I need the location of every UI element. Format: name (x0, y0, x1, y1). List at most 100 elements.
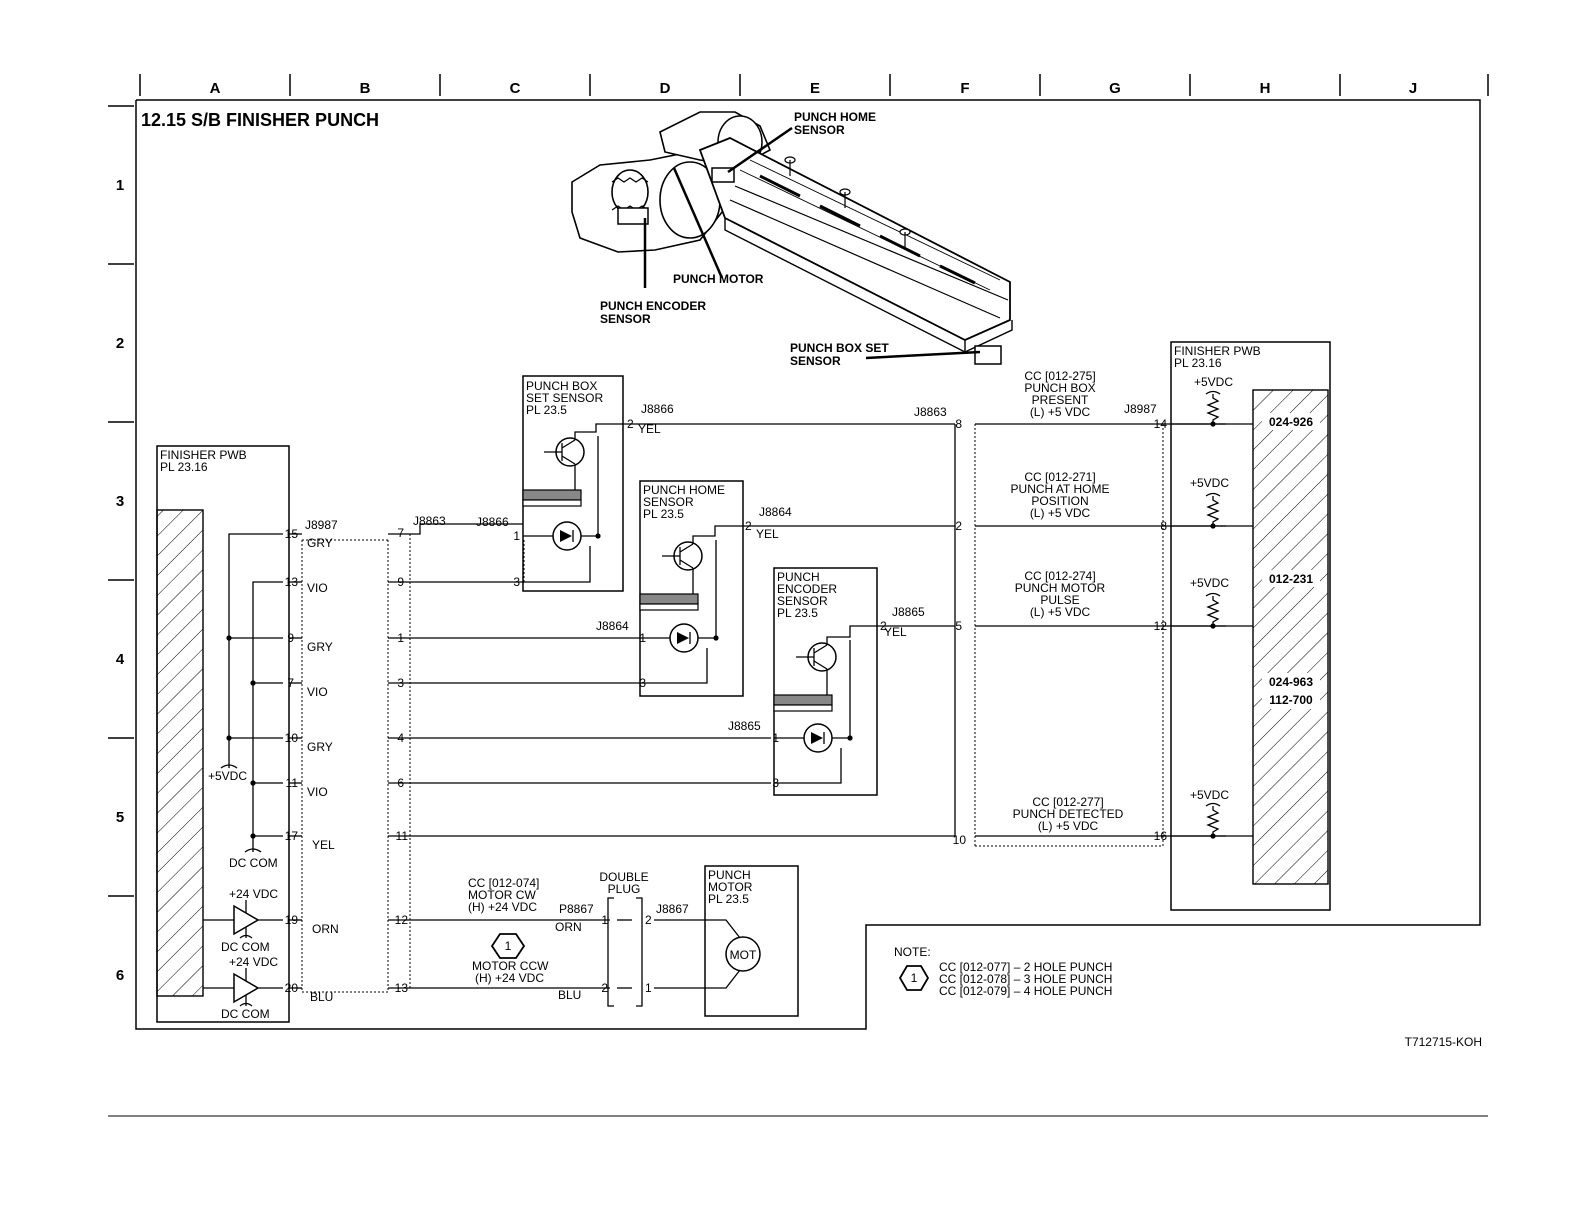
signal-label: (L) +5 VDC (1030, 506, 1091, 520)
driver-dccom-label: DC COM (221, 1007, 270, 1021)
j8987-connector-left: J8987 (301, 518, 389, 993)
column-label: A (210, 80, 221, 97)
j8863-left-pin-labels: 7 9 1 3 4 6 11 12 13 (395, 526, 409, 995)
sensor-encoder-label: SENSOR (777, 594, 828, 608)
pin-label: 5 (955, 619, 962, 633)
pin-label: 7 (397, 526, 404, 540)
pin-label: 2 (955, 519, 962, 533)
pin-label: 3 (639, 676, 646, 690)
grid-frame (108, 74, 1489, 1117)
sensor-box-label: SET SENSOR (526, 391, 603, 405)
sensor-home-label: PL 23.5 (643, 507, 684, 521)
figure-id: T712715-KOH (1405, 1035, 1482, 1049)
connector-label: J8867 (656, 902, 689, 916)
signal-label: POSITION (1031, 494, 1088, 508)
wire-color-label: GRY (307, 740, 333, 754)
connector-label: J8866 (641, 402, 674, 416)
signal-label: CC [012-271] (1024, 470, 1095, 484)
row-label: 6 (116, 967, 124, 984)
pin-label: 2 (645, 913, 652, 927)
pullup-5vdc-label: +5VDC (1190, 476, 1229, 490)
sensor-encoder-label: ENCODER (777, 582, 837, 596)
pin-label: 10 (953, 833, 967, 847)
note-marker-hexagon (898, 965, 930, 991)
signal-label: (L) +5 VDC (1030, 405, 1091, 419)
note-line: CC [012-078] – 3 HOLE PUNCH (939, 972, 1112, 986)
column-label: B (360, 80, 371, 97)
left-wires (289, 523, 955, 989)
sensor-box-label: PL 23.5 (526, 403, 567, 417)
wire-color-label: YEL (756, 527, 779, 541)
right-finisher-pwb: FINISHER PWB PL 23.16 +5VDC +5VDC +5VDC … (1170, 341, 1331, 911)
connector-label: J8863 (413, 514, 446, 528)
left-5vdc-label: +5VDC (208, 769, 247, 783)
pin-label: 14 (1154, 417, 1168, 431)
driver-24vdc-label: +24 VDC (229, 955, 278, 969)
row-label: 4 (116, 651, 125, 668)
wire-color-label: VIO (307, 581, 328, 595)
pin-label: 2 (601, 981, 608, 995)
punch-home-sensor: PUNCH HOME SENSOR PL 23.5 2 1 3 J8864 (596, 480, 752, 697)
motor-signal-label: MOTOR CW (468, 888, 536, 902)
sensor-box-label: PUNCH BOX (526, 379, 597, 393)
row-label: 3 (116, 493, 124, 510)
left-pin-labels: 15 13 9 7 10 11 17 19 20 (285, 527, 299, 995)
column-label: D (660, 80, 671, 97)
motor-symbol-text: MOT (730, 948, 757, 962)
sensor-home-label: PUNCH HOME (643, 483, 725, 497)
signal-label: PUNCH DETECTED (1013, 807, 1124, 821)
note-line: CC [012-077] – 2 HOLE PUNCH (939, 960, 1112, 974)
column-label: C (510, 80, 521, 97)
left-pwb-label: PL 23.16 (160, 460, 208, 474)
wire-color-label: GRY (307, 536, 333, 550)
wire-color-label: YEL (638, 422, 661, 436)
double-plug-label: DOUBLE (599, 870, 648, 884)
pin-label: 16 (1154, 829, 1168, 843)
pwb-code: 024-926 (1269, 415, 1313, 429)
pin-label: 1 (639, 631, 646, 645)
column-label: J (1409, 80, 1417, 97)
sensor-encoder-label: PUNCH (777, 570, 820, 584)
punch-motor-label: PUNCH (708, 868, 751, 882)
note-block: NOTE: 1 CC [012-077] – 2 HOLE PUNCH CC [… (894, 945, 1112, 998)
punch-encoder-sensor: PUNCH ENCODER SENSOR PL 23.5 2 1 3 J8865 (728, 567, 887, 796)
pin-label: 3 (772, 776, 779, 790)
left-pwb-label: FINISHER PWB (160, 448, 247, 462)
pin-label: 1 (645, 981, 652, 995)
note-header: NOTE: (894, 945, 931, 959)
connector-label: J8863 (914, 405, 947, 419)
callout-punch-motor: PUNCH MOTOR (673, 272, 764, 286)
punch-motor: PUNCH MOTOR PL 23.5 MOT (704, 865, 799, 1017)
connector-label: J8864 (759, 505, 792, 519)
row-label: 1 (116, 177, 124, 194)
wire-color-label: BLU (558, 988, 581, 1002)
right-pwb-label: FINISHER PWB (1174, 344, 1261, 358)
connector-label: J8864 (596, 619, 629, 633)
row-label: 5 (116, 809, 124, 826)
wire-color-labels: GRY VIO GRY VIO GRY VIO YEL ORN BLU YEL … (307, 422, 907, 1004)
signal-labels: CC [012-275] PUNCH BOX PRESENT (L) +5 VD… (1011, 369, 1124, 833)
column-label: H (1260, 80, 1271, 97)
row-label: 2 (116, 335, 124, 352)
wire-color-label: VIO (307, 685, 328, 699)
row-labels: 1 2 3 4 5 6 (116, 177, 125, 984)
connector-label: J8866 (476, 515, 509, 529)
page-title: 12.15 S/B FINISHER PUNCH (141, 110, 379, 130)
callout-punch-encoder-sensor: PUNCH ENCODER (600, 299, 706, 313)
pin-label: 3 (513, 575, 520, 589)
right-pwb-label: PL 23.16 (1174, 356, 1222, 370)
left-dccom-label: DC COM (229, 856, 278, 870)
double-plug: DOUBLE PLUG 1 2 2 1 (599, 870, 705, 1007)
driver-dccom-label: DC COM (221, 940, 270, 954)
connector-label: P8867 (559, 902, 594, 916)
callout-punch-encoder-sensor: SENSOR (600, 312, 651, 326)
left-finisher-pwb: FINISHER PWB PL 23.16 +5VDC DC COM +24 V… (156, 445, 290, 1023)
wire-color-label: GRY (307, 640, 333, 654)
note-marker-number: 1 (911, 971, 918, 985)
pin-label: 8 (955, 417, 962, 431)
wire-color-label: YEL (884, 625, 907, 639)
signal-label: CC [012-275] (1024, 369, 1095, 383)
column-labels: A B C D E F G H J (210, 80, 1418, 97)
motor-signal-label: (H) +24 VDC (468, 900, 537, 914)
callout-punch-home-sensor: PUNCH HOME (794, 110, 876, 124)
